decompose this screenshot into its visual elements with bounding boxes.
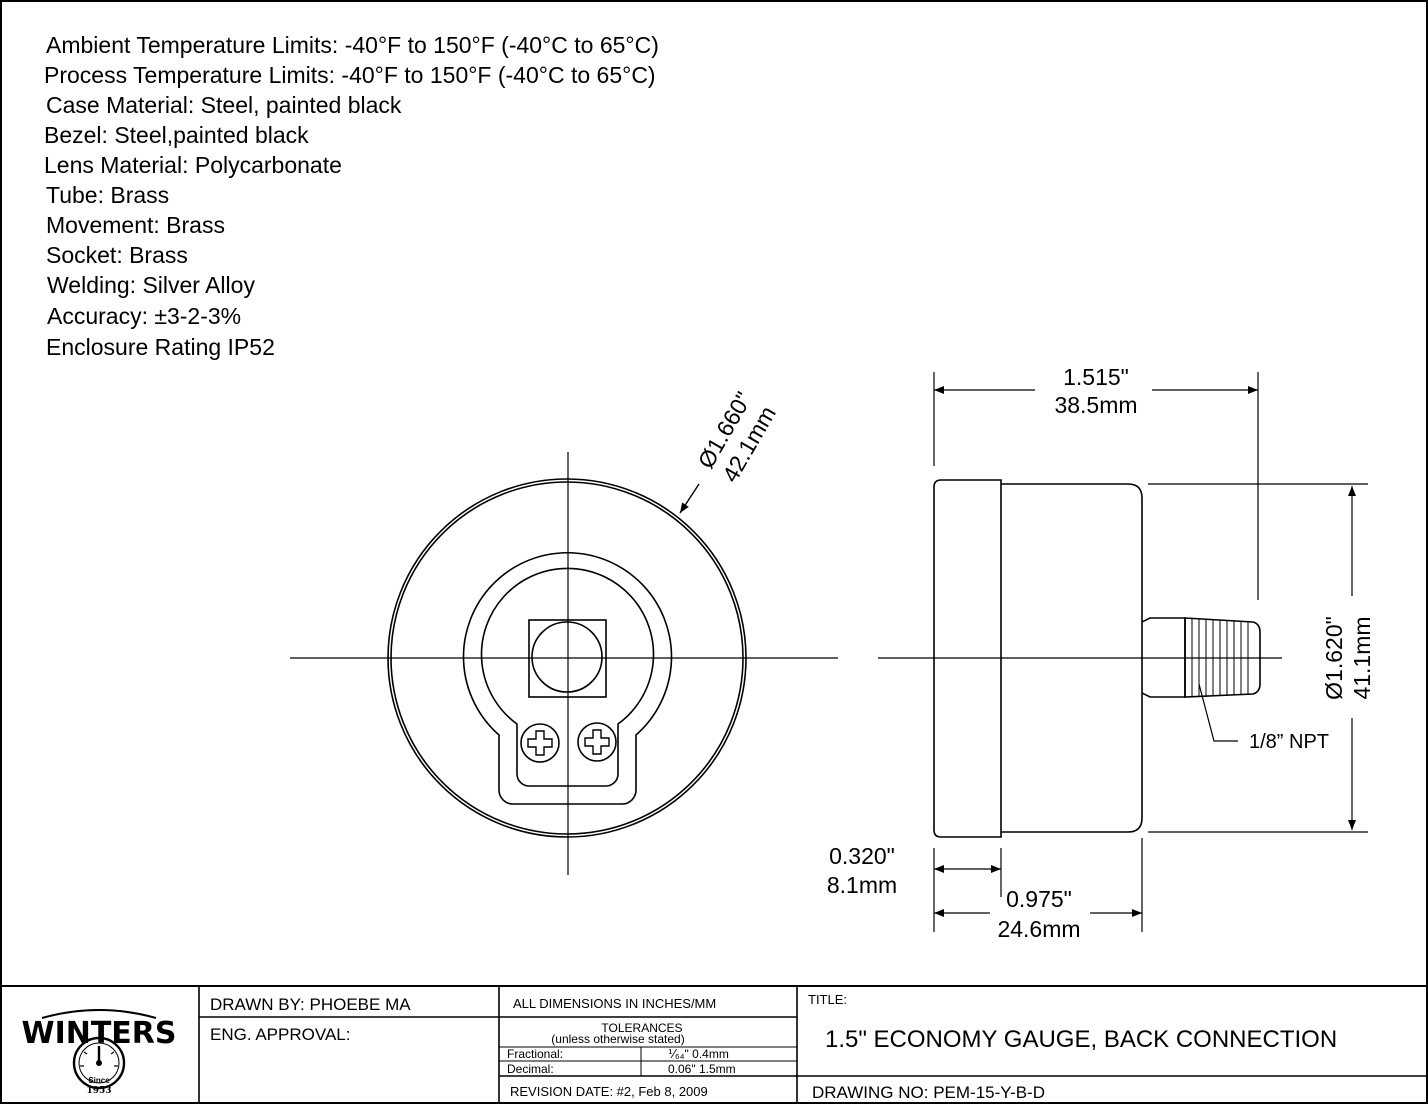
screw-right-icon [577,722,617,762]
square-socket [528,619,607,698]
title-block [0,985,1428,1104]
spec-case-material: Case Material: Steel, painted black [46,92,402,118]
spec-movement: Movement: Brass [46,212,225,238]
decimal-label: Decimal: [507,1062,554,1076]
diameter-leader-arrow [679,483,700,514]
screw-left-icon [520,723,560,763]
npt-leader [1198,683,1238,742]
logo-year: 1953 [86,1086,111,1096]
socket-plate-outer [462,551,673,805]
bezel-depth-mm: 8.1mm [827,872,897,898]
spec-lens-material: Lens Material: Polycarbonate [44,152,342,178]
spec-tube: Tube: Brass [46,182,170,208]
spec-accuracy: Accuracy: ±3-2-3% [47,303,242,329]
bezel-depth-inches: 0.320" [829,843,895,869]
socket-plate-inner [480,567,655,787]
tolerances-note: (unless otherwise stated) [551,1032,684,1046]
case-body-profile [1001,483,1143,833]
all-dimensions-note: ALL DIMENSIONS IN INCHES/MM [513,996,716,1011]
width-inches: 1.515" [1063,364,1129,390]
eng-approval: ENG. APPROVAL: [210,1025,350,1044]
fractional-label: Fractional: [507,1047,563,1061]
decimal-value: 0.06" 1.5mm [668,1062,736,1076]
front-diameter-label: Ø1.660" 42.1mm [693,387,781,486]
logo-since: Since [88,1076,110,1085]
title-label: TITLE: [808,992,847,1007]
spec-welding: Welding: Silver Alloy [47,272,255,298]
width-mm: 38.5mm [1054,392,1137,418]
spec-bezel: Bezel: Steel,painted black [44,122,309,148]
front-view [290,452,838,875]
case-depth-inches: 0.975" [1006,886,1072,912]
drawing-number: DRAWING NO: PEM-15-Y-B-D [812,1083,1045,1102]
bezel-profile [933,479,1002,838]
fractional-value: ⅟₆₄" 0.4mm [668,1047,729,1061]
spec-process-temp: Process Temperature Limits: -40°F to 150… [44,62,656,88]
side-diameter-mm: 41.1mm [1349,616,1375,699]
case-depth-mm: 24.6mm [997,916,1080,942]
logo-wordmark: WINTERS [21,1016,176,1051]
tolerances-label: TOLERANCES [601,1021,682,1035]
revision-date: REVISION DATE: #2, Feb 8, 2009 [510,1084,708,1099]
side-view [878,372,1368,932]
spec-enclosure-rating: Enclosure Rating IP52 [46,334,275,360]
side-diameter-label: Ø1.620" 41.1mm [1321,616,1375,700]
gauge-logo-icon [72,1036,126,1090]
case-outer-circle [387,478,747,838]
drawn-by: DRAWN BY: PHOEBE MA [210,995,411,1014]
npt-thread [1184,617,1261,698]
spec-ambient-temp: Ambient Temperature Limits: -40°F to 150… [46,32,659,58]
side-diameter-inches: Ø1.620" [1321,616,1347,700]
winters-logo: WINTERS Since 1953 [21,1009,177,1096]
socket-bore [531,621,603,693]
drawing-title: 1.5" ECONOMY GAUGE, BACK CONNECTION [825,1026,1337,1053]
case-inner-circle [390,481,744,835]
spec-socket: Socket: Brass [46,242,188,268]
npt-label: 1/8” NPT [1249,731,1329,753]
